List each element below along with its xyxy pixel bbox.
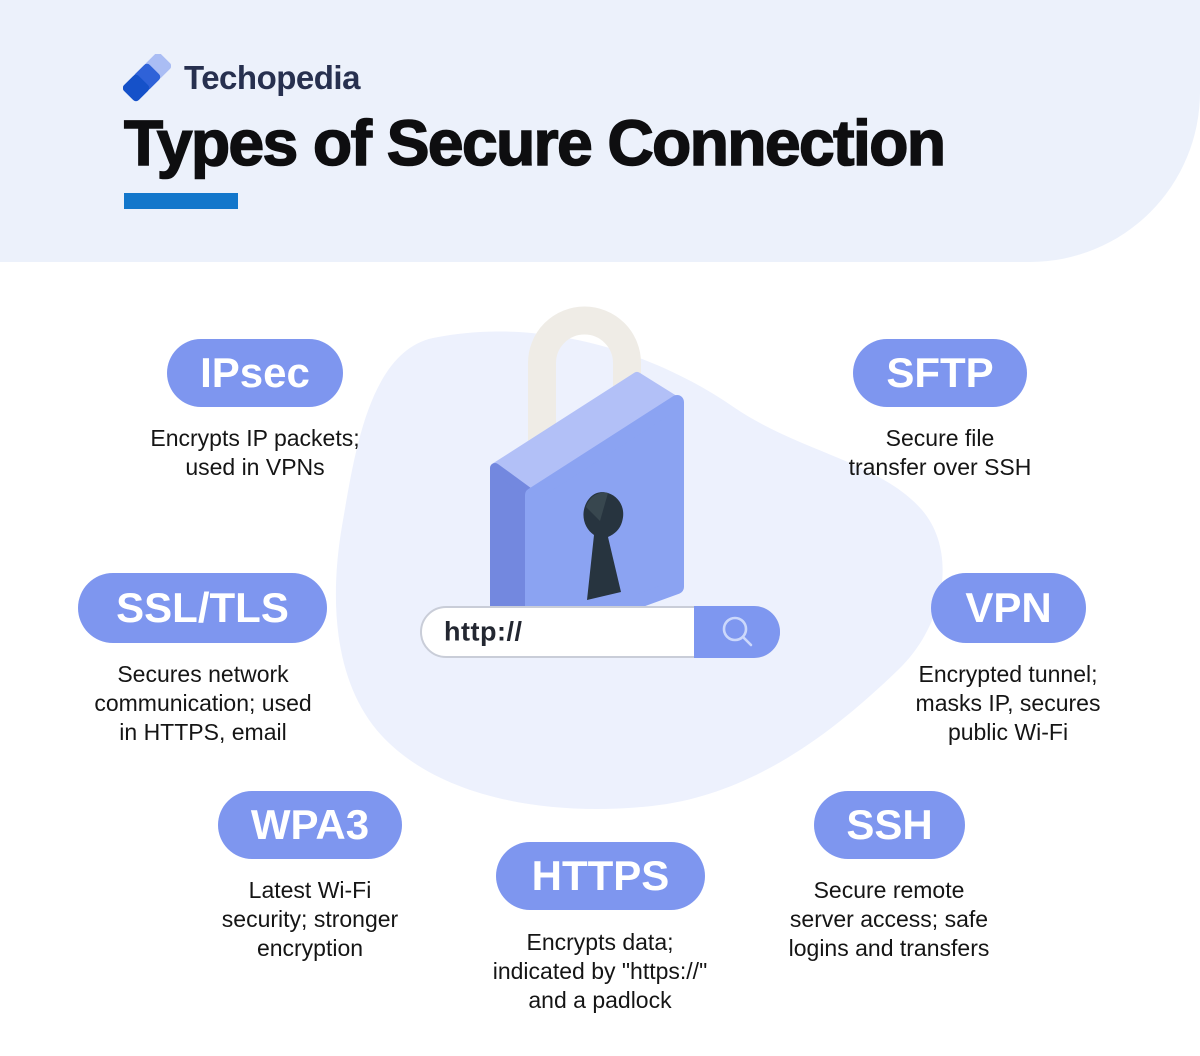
- description-vpn: Encrypted tunnel; masks IP, secures publ…: [915, 661, 1101, 745]
- title-underline: [124, 193, 238, 209]
- padlock-icon: [490, 306, 684, 647]
- pill-ssh: SSH: [814, 791, 965, 859]
- page-title: Types of Secure Connection: [123, 106, 947, 180]
- description-ipsec: Encrypts IP packets; used in VPNs: [150, 425, 360, 480]
- pill-ssl-tls: SSL/TLS: [78, 573, 327, 643]
- pill-sftp: SFTP: [853, 339, 1027, 407]
- description-sftp: Secure file transfer over SSH: [848, 425, 1032, 480]
- pill-https: HTTPS: [496, 842, 705, 910]
- pill-vpn: VPN: [931, 573, 1086, 643]
- brand-wordmark: Techopedia: [184, 59, 360, 96]
- magnifier-icon: [722, 616, 753, 647]
- techopedia-logo-icon: [123, 54, 171, 102]
- description-ssh: Secure remote server access; safe logins…: [788, 877, 990, 961]
- description-https: Encrypts data; indicated by "https://" a…: [492, 929, 708, 1013]
- pill-wpa3: WPA3: [218, 791, 402, 859]
- pill-ipsec: IPsec: [167, 339, 343, 407]
- address-bar-text: http://: [444, 616, 523, 647]
- keyhole-icon: [583, 492, 624, 600]
- brand: Techopedia: [123, 54, 360, 102]
- search-button: [694, 606, 780, 658]
- header-band: [0, 0, 1200, 262]
- description-ssl-tls: Secures network communication; used in H…: [94, 661, 312, 745]
- description-wpa3: Latest Wi-Fi security; stronger encrypti…: [221, 877, 399, 961]
- address-bar: http://: [420, 606, 780, 658]
